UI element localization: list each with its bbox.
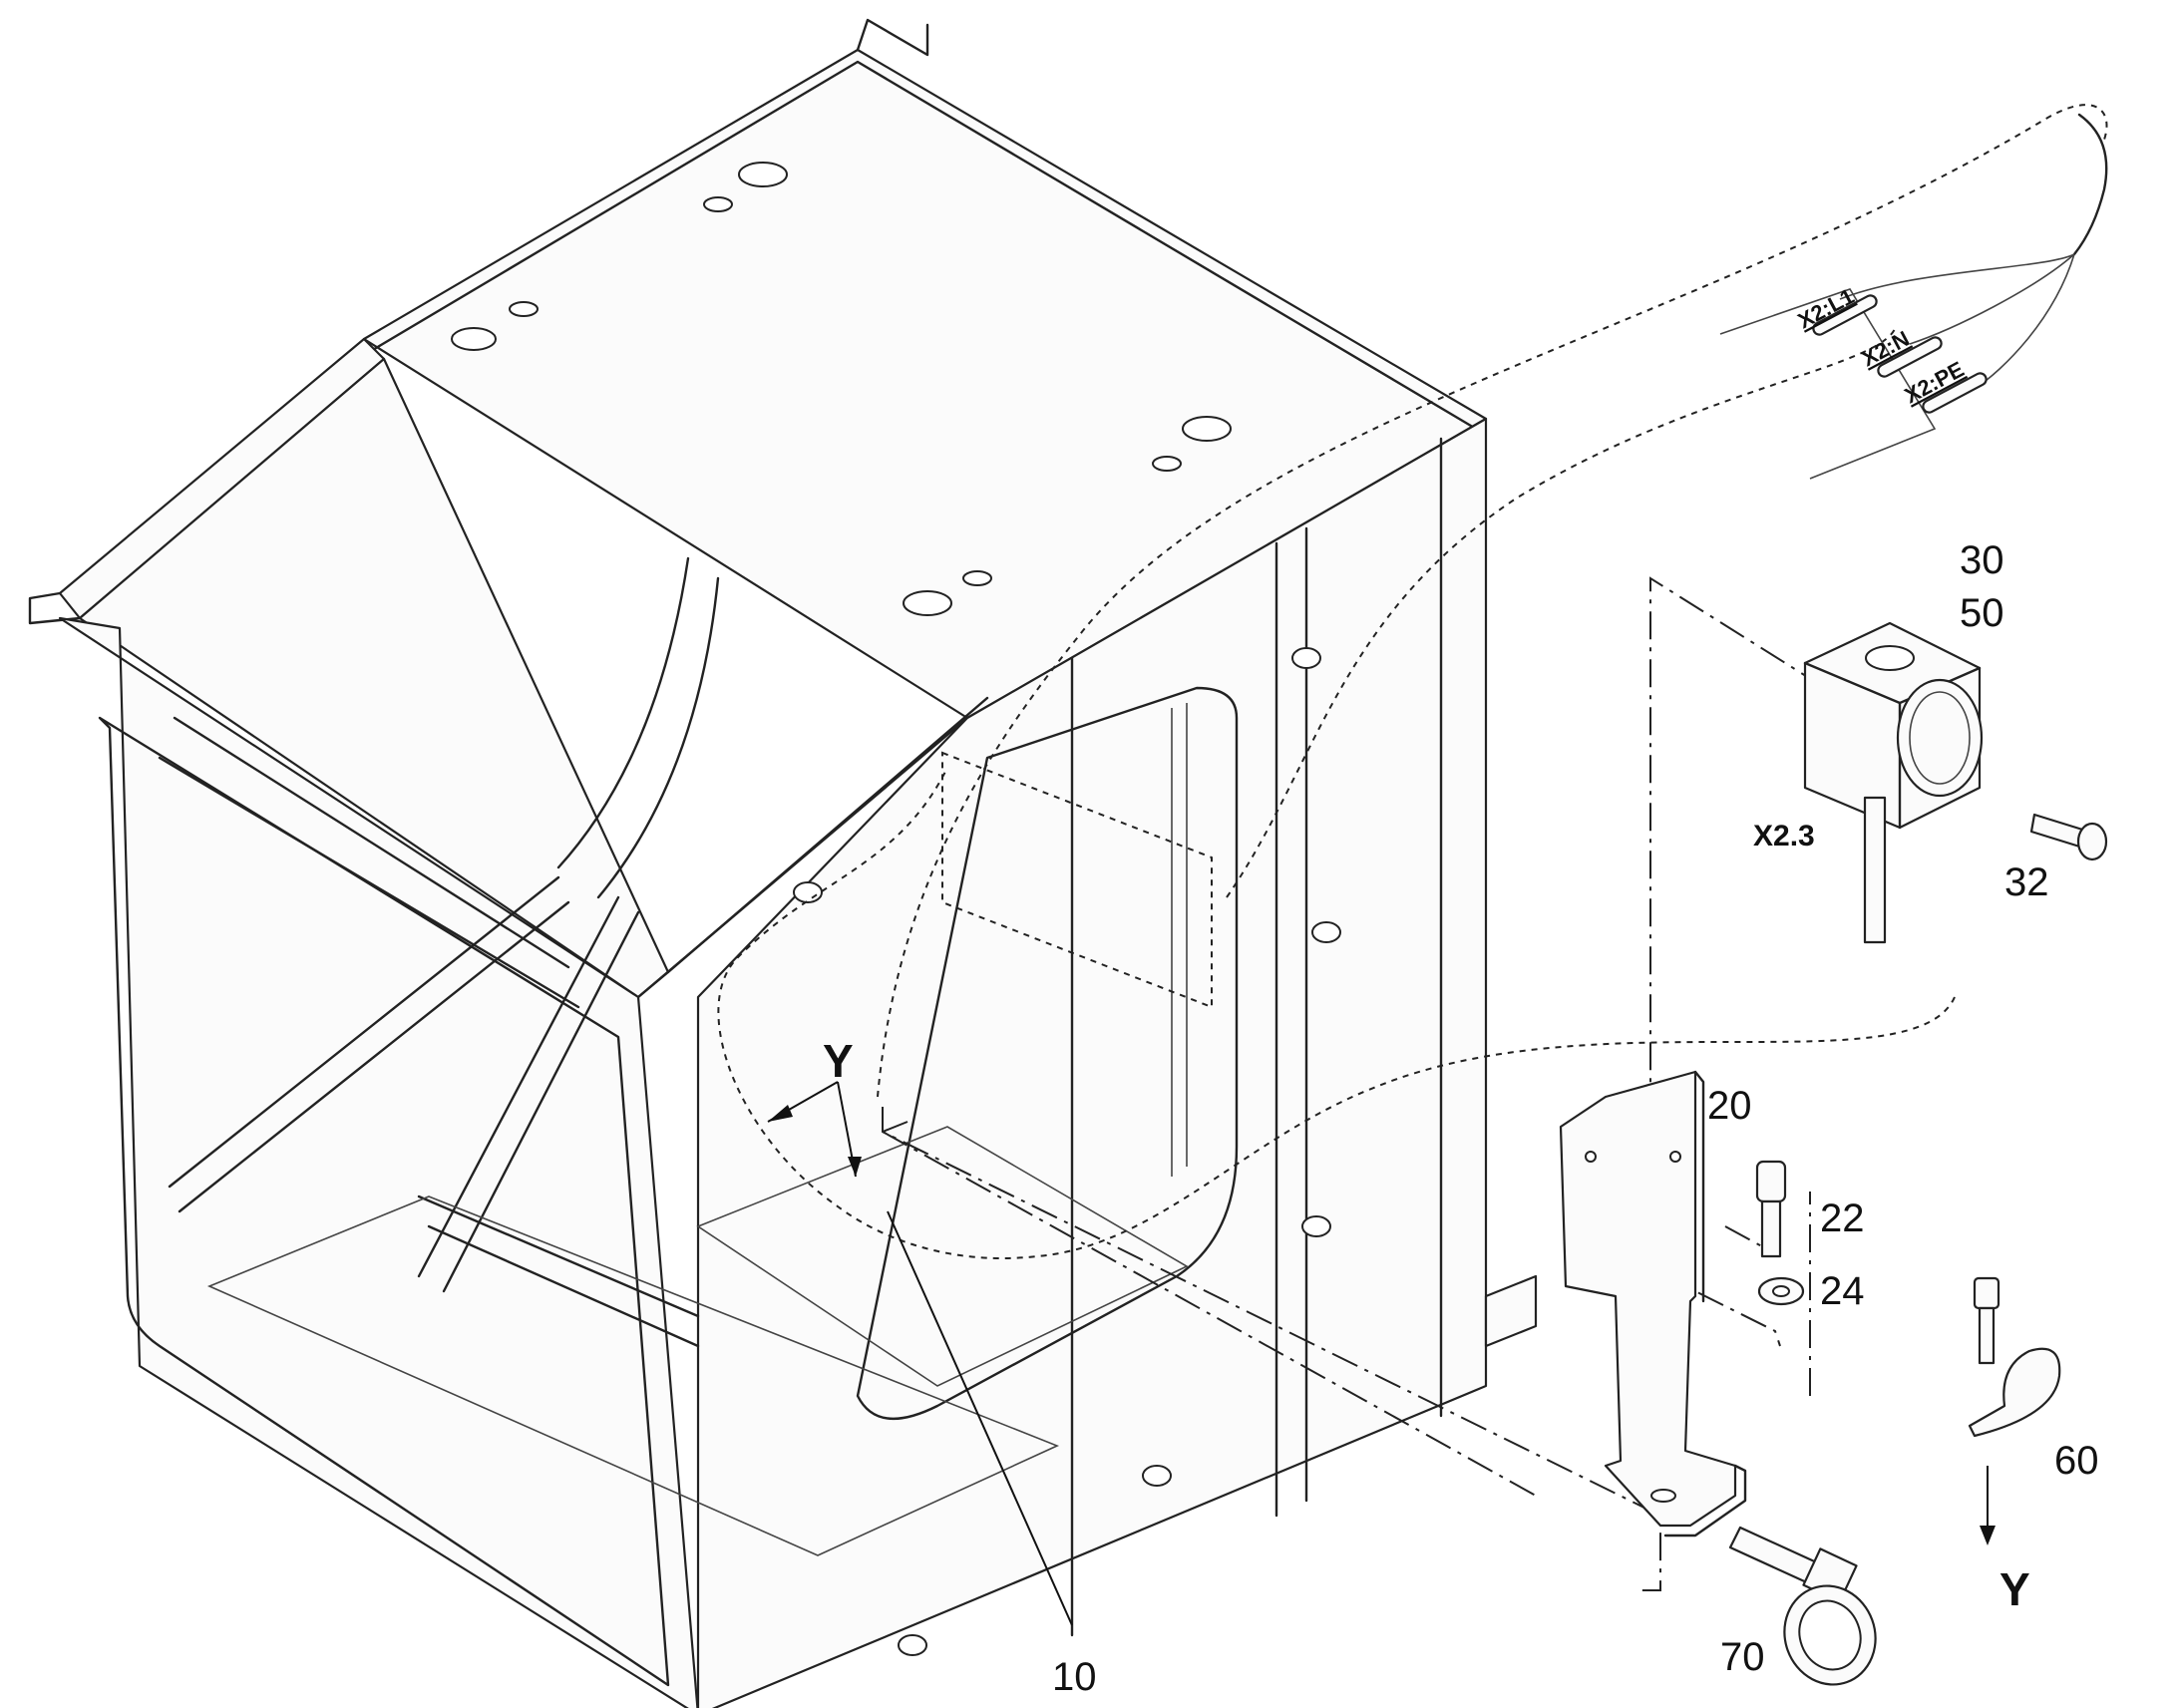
mounting-bracket: [1559, 1070, 1747, 1537]
socket-box: X2.3: [1753, 621, 1984, 944]
cab-frame: [28, 18, 1538, 1708]
leader-10: [887, 1210, 1073, 1626]
connector-tag: X2.3: [1753, 820, 1815, 853]
callout-60: 60: [2054, 1439, 2099, 1483]
callout-32: 32: [2004, 860, 2049, 904]
callout-50: 50: [1960, 591, 2004, 635]
callout-70: 70: [1720, 1635, 1765, 1679]
callout-10: 10: [1052, 1655, 1097, 1699]
callout-24: 24: [1820, 1269, 1865, 1313]
screw-32: [2029, 813, 2108, 861]
cable-clamp-60: [1968, 1276, 2061, 1545]
wire-connection-detail: X2:L1 X2:N X2:PE: [1719, 113, 2108, 480]
callout-22: 22: [1820, 1196, 1865, 1240]
cable-tie-70: [1728, 1526, 1877, 1686]
view-label-y-bottom: Y: [1999, 1563, 2030, 1615]
washer-24: [1757, 1276, 1805, 1306]
wire-end-pe: [1922, 372, 1988, 414]
view-marker-y-top: Y: [767, 1035, 862, 1178]
callout-30: 30: [1960, 538, 2004, 582]
assembly-lines: [882, 576, 1826, 1591]
wire-end-n: [1877, 336, 1943, 378]
screw-22: [1755, 1160, 1787, 1258]
cable-routing: [717, 104, 2108, 1259]
callout-20: 20: [1707, 1084, 1752, 1128]
wire-end-l1: [1812, 294, 1878, 336]
view-label-y-top: Y: [823, 1035, 854, 1087]
